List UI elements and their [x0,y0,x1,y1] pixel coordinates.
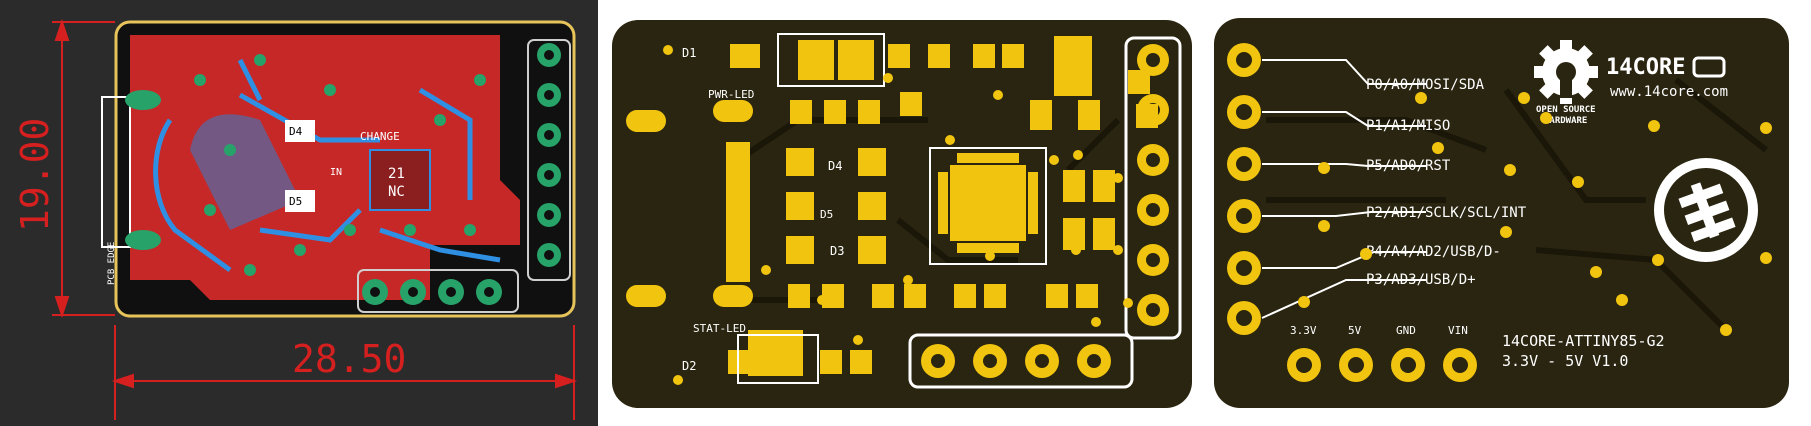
power-label-5v: 5V [1348,324,1362,337]
board-version: 3.3V - 5V V1.0 [1502,352,1628,370]
board-name: 14CORE-ATTINY85-G2 [1502,332,1665,350]
brand-url: www.14core.com [1610,84,1728,100]
pcb-edge-label: PCB EDGE [107,242,117,285]
round-emblem-icon [1654,158,1758,262]
pin-label-p1: P1/A1/MISO [1366,118,1450,134]
vias [194,54,486,276]
designator-21: 21 [388,166,405,182]
front-passives [728,36,1158,376]
dimension-width [111,325,578,420]
designator-in: IN [330,167,342,178]
pin-label-p4: P4/A4/AD2/USB/D- [1366,244,1501,260]
pin-label-p0: P0/A0/MOSI/SDA [1366,77,1485,93]
designator-d4: D4 [289,125,303,138]
front-mcu [929,147,1047,265]
power-label-vin: VIN [1448,324,1468,337]
pin-label-p5: P5/AD0/RST [1366,158,1451,174]
label-pwr-led: PWR-LED [708,88,754,101]
bottom-copper-fill [190,114,300,230]
bottom-copper-traces [153,58,501,273]
dimension-height [52,18,115,319]
pin-leader-lines [1261,59,1426,319]
mcu-footprint [369,149,431,211]
front-right-header [1124,36,1182,340]
label-stat-led: STAT-LED [693,322,746,335]
pin-label-p3: P3/AD3/USB/D+ [1366,272,1476,288]
height-dimension-label: 19.00 [13,118,57,232]
back-board: P0/A0/MOSI/SDA P1/A1/MISO P5/AD0/RST P2/… [1214,18,1789,408]
usb-fingers [626,100,753,307]
top-copper-pour [130,35,520,300]
designator-nc: NC [388,184,405,200]
right-header [527,39,571,281]
front-side-render: D1 PWR-LED STAT-LED D2 D4 D5 D3 [598,0,1206,426]
diode-d4 [285,120,315,142]
front-vias [663,45,1133,385]
back-traces [1266,77,1768,333]
diode-d5 [285,190,315,212]
label-d2: D2 [682,359,696,373]
front-board: D1 PWR-LED STAT-LED D2 D4 D5 D3 [612,20,1192,408]
battery-icon [1692,56,1726,78]
back-left-pads [1227,43,1261,335]
stat-led-outline [737,334,819,384]
label-d4: D4 [828,159,842,173]
osh-text-line2: HARDWARE [1544,116,1587,126]
pin-label-p2: P2/AD1/SCLK/SCL/INT [1366,205,1527,221]
label-d5: D5 [820,208,833,221]
power-label-3v3: 3.3V [1290,324,1317,337]
back-side-render: P0/A0/MOSI/SDA P1/A1/MISO P5/AD0/RST P2/… [1206,0,1811,426]
label-d1: D1 [682,46,696,60]
usb-edge-outline [101,96,131,248]
pcb-editor-view: 19.00 28.50 PCB EDGE [0,0,598,426]
open-source-hardware-logo-icon [1534,40,1598,104]
label-d3: D3 [830,244,844,258]
bottom-header [357,269,519,313]
designator-d5: D5 [289,195,302,208]
power-label-gnd: GND [1396,324,1416,337]
brand-logo: 14CORE [1606,55,1685,80]
back-power-pads [1287,348,1477,382]
designator-change: CHANGE [360,130,400,143]
back-board-outline [1214,18,1789,408]
back-vias [1298,92,1772,336]
pcb-editor-canvas: 19.00 28.50 PCB EDGE [13,18,578,420]
width-dimension-label: 28.50 [292,337,406,381]
pwr-led-outline [777,33,885,87]
usb-pads [125,90,161,250]
front-bottom-header [908,333,1134,389]
osh-text-line1: OPEN SOURCE [1536,105,1596,115]
